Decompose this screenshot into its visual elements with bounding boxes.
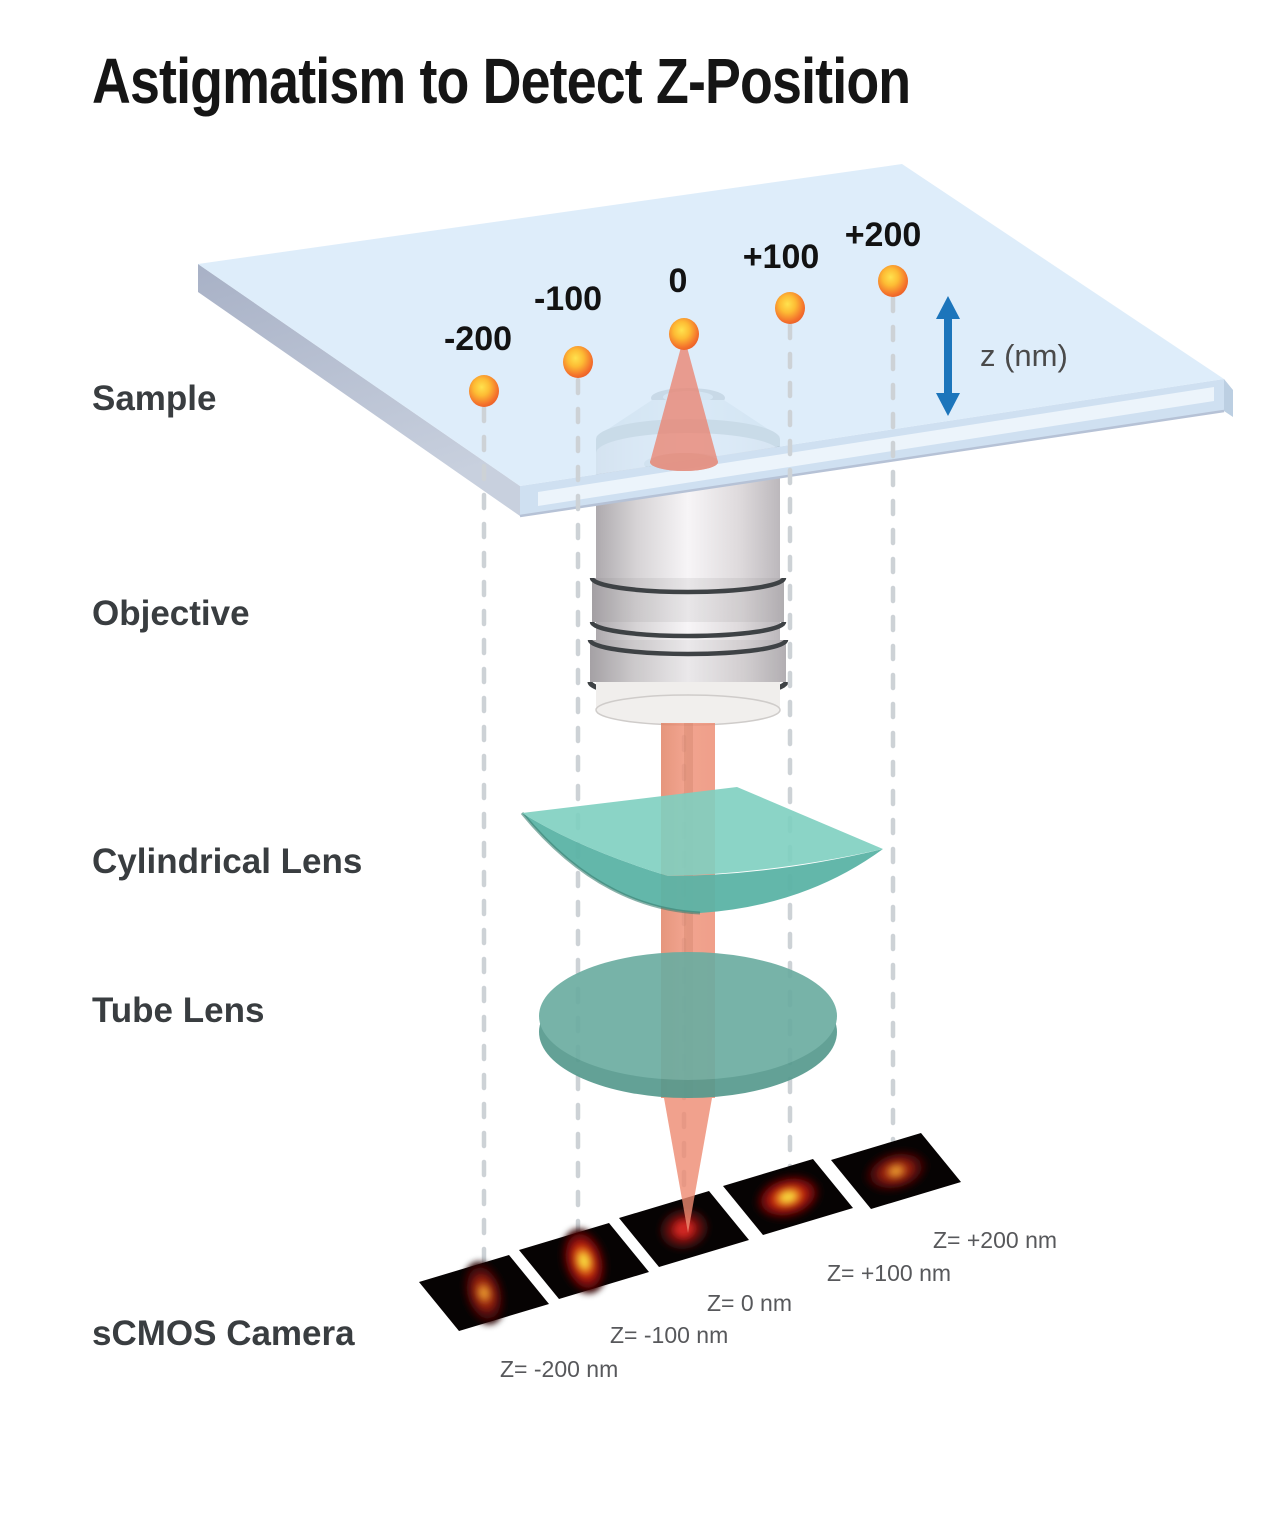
- tube-lens-top-face: [539, 952, 837, 1080]
- component-label-objective: Objective: [92, 594, 250, 633]
- cylindrical-lens-top-face: [522, 787, 883, 876]
- emitter-label-minus100: -100: [534, 280, 602, 318]
- emitter-label-plus200: +200: [845, 216, 922, 254]
- excitation-cone: [650, 336, 718, 471]
- component-label-sample: Sample: [92, 379, 217, 418]
- z-axis-arrow-up-icon: [936, 296, 960, 319]
- camera-label-plus200: Z= +200 nm: [933, 1227, 1057, 1253]
- camera-label-minus100: Z= -100 nm: [610, 1322, 728, 1348]
- emitter-dot-plus100: [775, 292, 805, 324]
- objective-collar-1: [592, 578, 784, 622]
- emitter-dot-zero: [669, 318, 699, 350]
- cylindrical-lens: [520, 787, 883, 915]
- camera-frame-zero: [619, 1191, 749, 1267]
- emitter-label-zero: 0: [669, 262, 688, 300]
- z-axis-indicator: z (nm): [936, 296, 1068, 416]
- emitters: -200 -100 0 +100 +200: [444, 216, 921, 407]
- psf-spot-minus100: [561, 1228, 607, 1294]
- emission-beam-focus-cone: [664, 1098, 712, 1233]
- component-label-tube-lens: Tube Lens: [92, 991, 264, 1030]
- psf-spot-plus100: [755, 1174, 821, 1220]
- z-axis-label: z (nm): [980, 338, 1068, 373]
- sample-plane-left-face: [198, 264, 520, 516]
- component-label-cylindrical-lens: Cylindrical Lens: [92, 842, 362, 881]
- objective-collar-2: [590, 640, 786, 682]
- emitter-label-minus200: -200: [444, 320, 512, 358]
- camera-label-plus100: Z= +100 nm: [827, 1260, 951, 1286]
- sample-plane-right-face: [1224, 379, 1233, 417]
- page-title: Astigmatism to Detect Z-Position: [92, 45, 910, 118]
- camera-frame-plus100: [723, 1159, 853, 1235]
- sample-plane-front-stripe: [538, 387, 1214, 506]
- psf-spot-plus200: [864, 1149, 928, 1193]
- sample-plane-top-face: [198, 164, 1224, 486]
- component-labels: Sample Objective Cylindrical Lens Tube L…: [92, 379, 362, 1353]
- sample-plane: [198, 164, 1233, 518]
- emitter-dot-minus100: [563, 346, 593, 378]
- camera-label-minus200: Z= -200 nm: [500, 1356, 618, 1382]
- psf-spot-zero: [660, 1208, 708, 1250]
- camera-frame-plus200: [831, 1133, 961, 1209]
- camera-frame-minus100: [519, 1223, 649, 1299]
- emitter-dot-minus200: [469, 375, 499, 407]
- component-label-scmos-camera: sCMOS Camera: [92, 1314, 355, 1353]
- emitter-dot-plus200: [878, 265, 908, 297]
- emitter-label-plus100: +100: [743, 238, 820, 276]
- camera-frames: [419, 1133, 961, 1331]
- psf-spot-minus200: [462, 1261, 506, 1325]
- camera-label-zero: Z= 0 nm: [707, 1290, 792, 1316]
- camera-frame-minus200: [419, 1255, 549, 1331]
- camera-labels: Z= -200 nm Z= -100 nm Z= 0 nm Z= +100 nm…: [500, 1227, 1057, 1382]
- z-axis-arrow-down-icon: [936, 393, 960, 416]
- tube-lens: [539, 952, 837, 1098]
